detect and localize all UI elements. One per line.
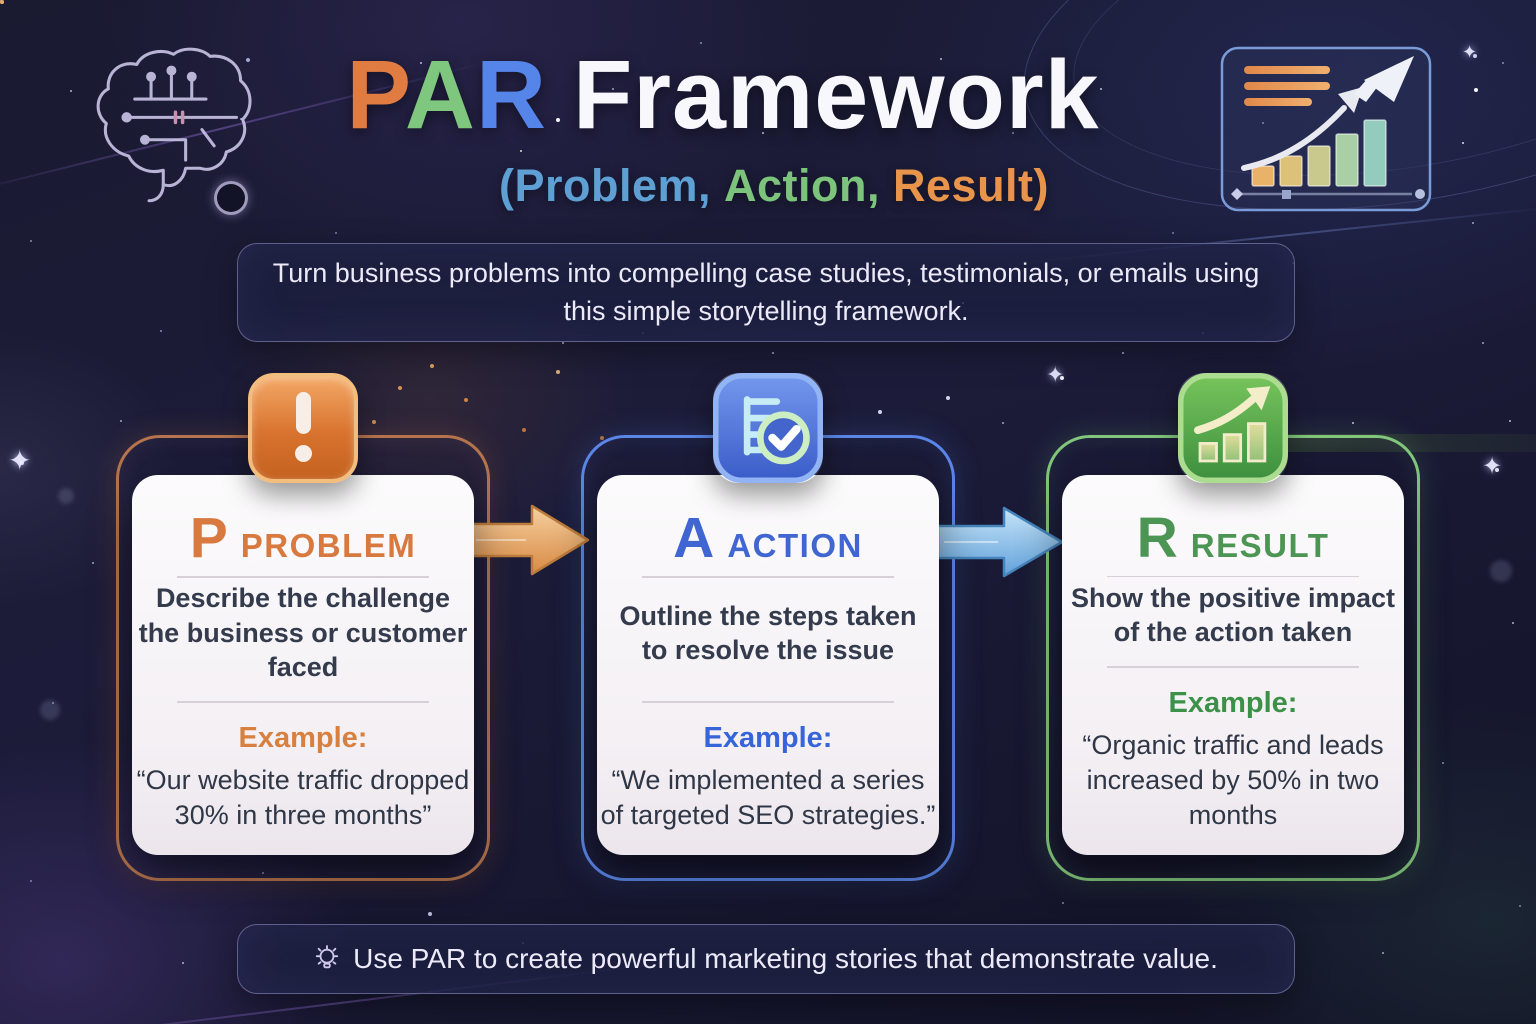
- divider: [642, 701, 894, 703]
- title-letter-r: R: [475, 40, 548, 149]
- page-subtitle: (Problem,Action,Result): [0, 160, 1536, 212]
- action-card: A ACTION Outline the steps taken to reso…: [575, 373, 961, 883]
- result-letter: R: [1136, 506, 1178, 570]
- exclamation-icon: [248, 373, 358, 483]
- result-card-header: R RESULT: [1137, 505, 1330, 570]
- intro-text: Turn business problems into compelling c…: [272, 258, 1260, 326]
- arrow-right-blue-icon: [936, 506, 1064, 578]
- bokeh-dot: [1490, 560, 1512, 582]
- brain-circuit-icon: [96, 47, 252, 203]
- divider: [177, 701, 429, 703]
- bokeh-dot: [40, 700, 60, 720]
- intro-banner: Turn business problems into compelling c…: [237, 243, 1295, 342]
- problem-card-body: P PROBLEM Describe the challenge the bus…: [132, 475, 474, 855]
- result-example-label: Example:: [1168, 686, 1298, 719]
- subtitle-problem: (Problem,: [498, 160, 712, 211]
- bokeh-dot: [58, 488, 74, 504]
- growth-chart-badge: [1220, 46, 1432, 212]
- exclamation-dot: [294, 445, 312, 462]
- result-card: R RESULT Show the positive impact of the…: [1040, 373, 1426, 883]
- divider: [1107, 666, 1359, 668]
- divider: [1107, 576, 1359, 578]
- action-letter: A: [673, 506, 715, 570]
- ring-decoration: [214, 181, 248, 215]
- problem-letter: P: [189, 506, 228, 570]
- action-example-text: “We implemented a series of targeted SEO…: [600, 764, 936, 830]
- result-title: RESULT: [1190, 527, 1330, 564]
- sparkle-star: ✦: [8, 445, 32, 476]
- title-letter-p: P: [346, 40, 405, 149]
- footer-text: Use PAR to create powerful marketing sto…: [353, 943, 1218, 974]
- divider: [642, 576, 894, 578]
- sparkle-star: ✦: [1482, 453, 1503, 480]
- problem-card-header: P PROBLEM: [190, 505, 417, 570]
- sparkle-star: ✦: [1046, 362, 1065, 387]
- checklist-check-icon: [713, 373, 823, 483]
- problem-example-label: Example:: [238, 721, 368, 754]
- growth-arrow-icon: [1178, 373, 1288, 483]
- sparkle-star: ✦: [1462, 42, 1478, 62]
- action-description: Outline the steps taken to resolve the i…: [619, 600, 917, 665]
- divider: [177, 576, 429, 578]
- problem-card: P PROBLEM Describe the challenge the bus…: [110, 373, 496, 883]
- subtitle-action: Action,: [724, 160, 881, 211]
- problem-description: Describe the challenge the business or c…: [138, 583, 468, 683]
- action-card-body: A ACTION Outline the steps taken to reso…: [597, 475, 939, 855]
- result-example-text: “Organic traffic and leads increased by …: [1082, 729, 1384, 830]
- action-card-header: A ACTION: [673, 505, 863, 570]
- arrow-right-orange-icon: [468, 504, 590, 576]
- problem-example-text: “Our website traffic dropped 30% in thre…: [136, 764, 470, 830]
- problem-title: PROBLEM: [240, 527, 417, 564]
- action-example-label: Example:: [703, 721, 833, 754]
- title-word-framework: Framework: [573, 40, 1100, 149]
- footer-banner: Use PAR to create powerful marketing sto…: [237, 924, 1295, 994]
- lightbulb-icon: [315, 945, 339, 969]
- result-description: Show the positive impact of the action t…: [1070, 583, 1396, 648]
- subtitle-result: Result): [893, 160, 1050, 211]
- green-band-decoration: [1272, 434, 1536, 452]
- result-card-body: R RESULT Show the positive impact of the…: [1062, 475, 1404, 855]
- title-letter-a: A: [404, 40, 476, 149]
- exclamation-bar: [295, 392, 311, 434]
- action-title: ACTION: [727, 527, 863, 564]
